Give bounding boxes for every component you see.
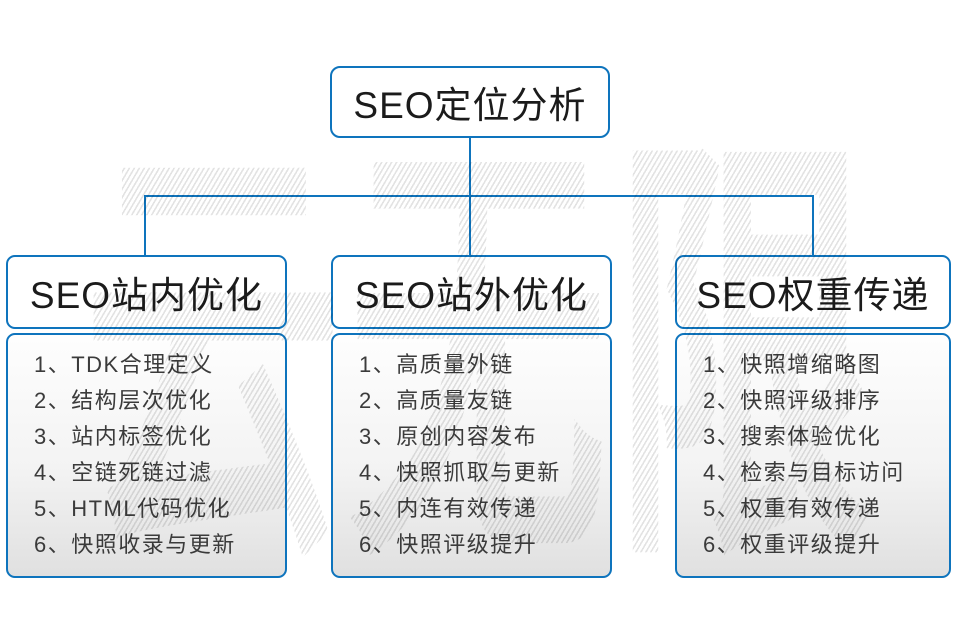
- list-item: 4、空链死链过滤: [34, 460, 213, 485]
- column-title: SEO站内优化: [29, 275, 264, 316]
- list-item: 2、结构层次优化: [34, 388, 213, 413]
- list-item: 6、快照评级提升: [359, 532, 538, 557]
- column-header: SEO站内优化: [6, 255, 287, 329]
- column-title: SEO站外优化: [354, 275, 589, 316]
- column-header: SEO站外优化: [331, 255, 612, 329]
- list-item: 4、检索与目标访问: [703, 460, 905, 485]
- connector-root-stem: [469, 137, 471, 197]
- list-item: 5、内连有效传递: [359, 496, 538, 521]
- list-item: 6、权重评级提升: [703, 532, 882, 557]
- list-item: 6、快照收录与更新: [34, 532, 236, 557]
- list-item: 2、高质量友链: [359, 388, 514, 413]
- list-item: 3、站内标签优化: [34, 424, 213, 449]
- connector-branch-left: [144, 195, 146, 257]
- column-onsite-seo: SEO站内优化 1、TDK合理定义 2、结构层次优化 3、站内标签优化 4、空链…: [6, 255, 287, 578]
- column-offsite-seo: SEO站外优化 1、高质量外链 2、高质量友链 3、原创内容发布 4、快照抓取与…: [331, 255, 612, 578]
- root-node: SEO定位分析: [330, 66, 610, 138]
- column-header: SEO权重传递: [675, 255, 951, 329]
- list-item: 1、快照增缩略图: [703, 352, 882, 377]
- column-list: 1、高质量外链 2、高质量友链 3、原创内容发布 4、快照抓取与更新 5、内连有…: [331, 333, 612, 578]
- root-node-title: SEO定位分析: [353, 85, 587, 126]
- column-list: 1、TDK合理定义 2、结构层次优化 3、站内标签优化 4、空链死链过滤 5、H…: [6, 333, 287, 578]
- connector-branch-right: [812, 195, 814, 257]
- column-weight-transfer: SEO权重传递 1、快照增缩略图 2、快照评级排序 3、搜索体验优化 4、检索与…: [675, 255, 951, 578]
- list-item: 4、快照抓取与更新: [359, 460, 561, 485]
- list-item: 1、TDK合理定义: [34, 352, 214, 377]
- connector-branch-middle: [469, 195, 471, 257]
- column-title: SEO权重传递: [696, 275, 930, 316]
- connector-horizontal: [144, 195, 814, 197]
- list-item: 3、原创内容发布: [359, 424, 538, 449]
- list-item: 1、高质量外链: [359, 352, 514, 377]
- list-item: 3、搜索体验优化: [703, 424, 882, 449]
- column-list: 1、快照增缩略图 2、快照评级排序 3、搜索体验优化 4、检索与目标访问 5、权…: [675, 333, 951, 578]
- list-item: 5、权重有效传递: [703, 496, 882, 521]
- list-item: 5、HTML代码优化: [34, 496, 232, 521]
- list-item: 2、快照评级排序: [703, 388, 882, 413]
